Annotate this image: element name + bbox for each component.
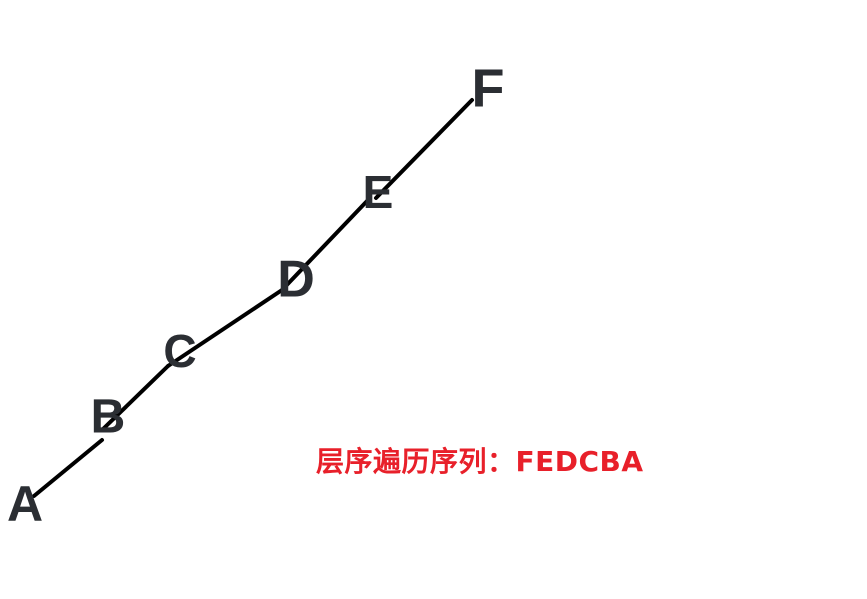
node-e: E: [363, 166, 394, 218]
node-d: D: [277, 251, 315, 309]
node-c: C: [163, 325, 196, 377]
edge-F-E: [374, 98, 474, 200]
edge-E-D: [280, 198, 370, 292]
node-b: B: [91, 391, 126, 444]
node-f: F: [472, 58, 505, 118]
edge-C-B: [100, 364, 170, 432]
tree-edges: [32, 98, 474, 498]
edge-D-C: [166, 288, 284, 368]
tree-nodes: F ED CBA: [7, 58, 505, 532]
node-a: A: [7, 476, 43, 532]
edge-B-A: [32, 438, 104, 498]
traversal-caption: 层序遍历序列：FEDCBA: [316, 445, 644, 478]
